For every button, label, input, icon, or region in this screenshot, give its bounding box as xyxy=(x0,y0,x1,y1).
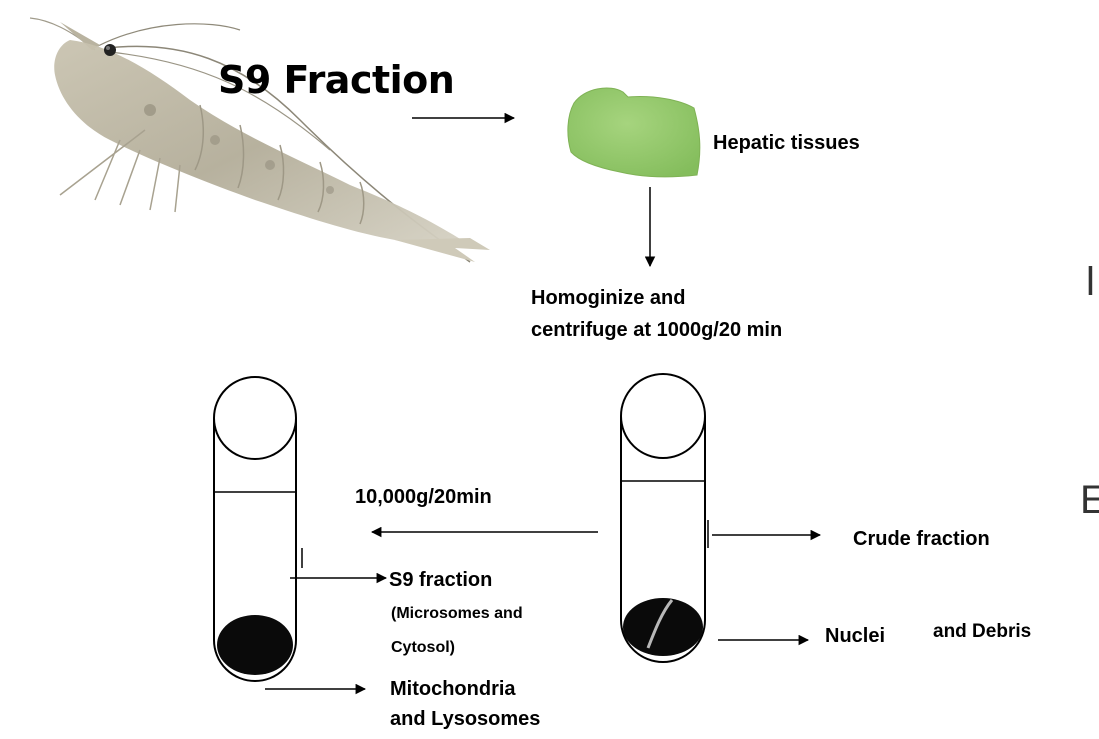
spin-speed-label: 10,000g/20min xyxy=(355,485,492,509)
diagram-title: S9 Fraction xyxy=(218,58,454,102)
left-test-tube xyxy=(214,377,302,681)
s9-sub-label-line1: (Microsomes and xyxy=(391,603,523,625)
crude-fraction-label: Crude fraction xyxy=(853,527,990,551)
s9-sub-label-line2: Cytosol) xyxy=(391,637,455,659)
s9-fraction-label: S9 fraction xyxy=(389,568,492,592)
right-test-tube xyxy=(621,374,708,662)
and-debris-label: and Debris xyxy=(933,619,1031,645)
left-tube-pellet xyxy=(217,615,293,675)
edge-glyph-bottom: E xyxy=(1080,480,1099,520)
right-tube-pellet xyxy=(623,598,703,656)
mitochondria-label-line1: Mitochondria xyxy=(390,677,516,701)
edge-glyph-top: l xyxy=(1086,262,1095,302)
homogenize-label-line2: centrifuge at 1000g/20 min xyxy=(531,318,782,342)
nuclei-label: Nuclei xyxy=(825,624,885,648)
homogenize-label-line1: Homoginize and xyxy=(531,286,685,310)
hepatic-tissues-label: Hepatic tissues xyxy=(713,131,860,155)
shrimp-illustration xyxy=(30,18,490,262)
mitochondria-label-line2: and Lysosomes xyxy=(390,707,540,731)
hepatic-tissue-shape xyxy=(568,88,700,177)
